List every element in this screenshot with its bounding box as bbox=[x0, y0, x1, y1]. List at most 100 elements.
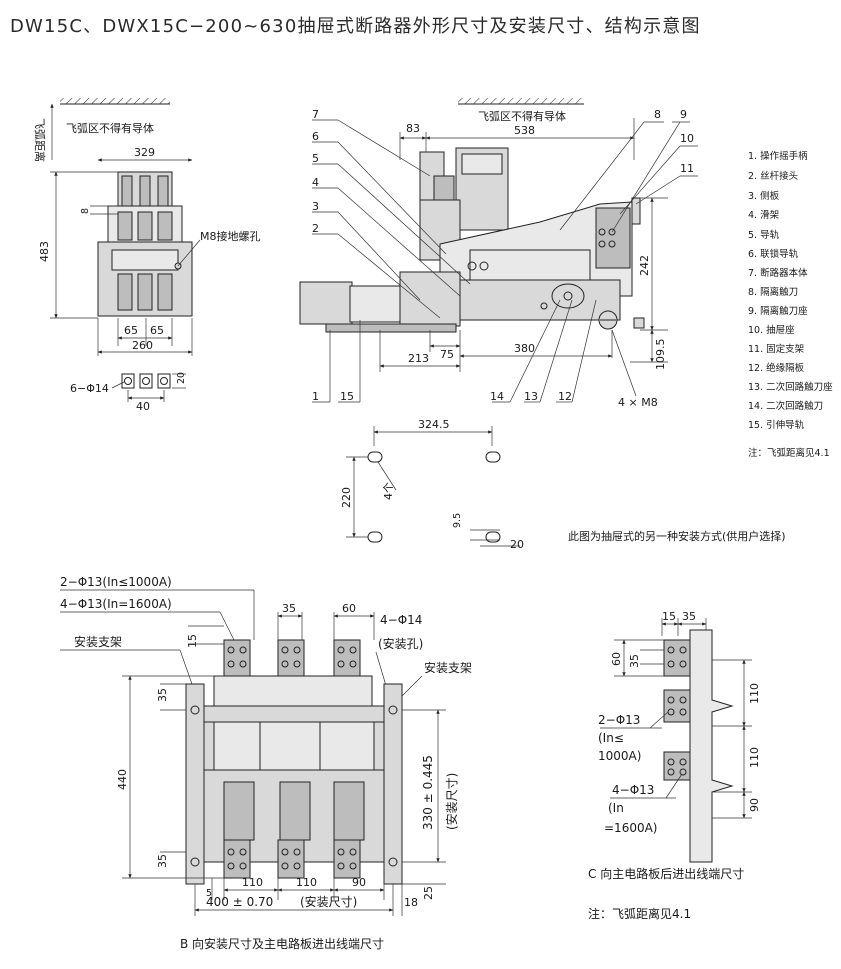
legend-item-5: 5. 导轨 bbox=[748, 229, 780, 241]
dim-83: 83 bbox=[406, 122, 420, 135]
dim-110-b2: 110 bbox=[296, 876, 317, 889]
dim-110-c2: 110 bbox=[748, 747, 761, 768]
dim-380: 380 bbox=[514, 342, 535, 355]
dim-40: 40 bbox=[136, 400, 150, 413]
label-c-4holes-c: =1600A) bbox=[604, 821, 657, 835]
legend-item-8: 8. 隔离触刀 bbox=[748, 286, 798, 298]
bolts-4xm8: 4 × M8 bbox=[618, 396, 658, 409]
isolating-contact-seat bbox=[595, 207, 631, 269]
busbar-bottom-2 bbox=[277, 839, 305, 879]
arc-distance-label: 飞弧距离 bbox=[33, 118, 47, 162]
main-circuit-plate bbox=[689, 629, 734, 863]
legend-item-4: 4. 滑架 bbox=[748, 210, 780, 221]
callout-7: 7 bbox=[312, 108, 319, 121]
callout-4: 4 bbox=[312, 176, 319, 189]
legend-item-15: 15. 引伸导轨 bbox=[748, 419, 805, 431]
label-mount-bracket-right: 安装支架 bbox=[424, 660, 472, 675]
label-c-4holes-b: (In bbox=[608, 801, 624, 815]
callouts-left: 7 6 5 4 3 2 bbox=[312, 108, 471, 319]
callout-3: 3 bbox=[312, 200, 319, 213]
operating-handle-housing bbox=[299, 281, 353, 325]
callout-6: 6 bbox=[312, 130, 319, 143]
secondary-contact-icon bbox=[551, 283, 585, 309]
dim-35-top: 35 bbox=[282, 602, 296, 615]
dim-75: 75 bbox=[440, 348, 454, 361]
page-title: DW15C、DWX15C−200~630抽屉式断路器外形尺寸及安装尺寸、结构示意… bbox=[10, 16, 701, 37]
legend-item-6: 6. 联锁导轨 bbox=[748, 248, 799, 260]
view-b: 2−Φ13(In≤1000A) 4−Φ13(In=1600A) 安装支架 35 … bbox=[60, 575, 472, 951]
slot-hole-icon bbox=[367, 451, 383, 463]
dim-18: 18 bbox=[404, 896, 418, 909]
callout-8: 8 bbox=[654, 108, 661, 121]
dim-15-c: 15 bbox=[662, 610, 676, 623]
dim-400-note: (安装尺寸) bbox=[300, 894, 357, 909]
legend-item-9: 9. 隔离触刀座 bbox=[748, 305, 808, 317]
label-2-phi13: 2−Φ13(In≤1000A) bbox=[60, 575, 172, 589]
dim-9-5: 9.5 bbox=[452, 513, 463, 528]
dim-60-top: 60 bbox=[342, 602, 356, 615]
view-b-caption: B 向安装尺寸及主电路板进出线端尺寸 bbox=[180, 936, 384, 951]
legend-item-14: 14. 二次回路触刀 bbox=[748, 400, 823, 412]
parts-legend: 1. 操作摇手柄 2. 丝杆接头 3. 侧板 4. 滑架 5. 导轨 6. 联锁… bbox=[748, 150, 833, 459]
side-view: 飞弧区不得有导体 83 538 bbox=[299, 98, 698, 409]
legend-item-11: 11. 固定支架 bbox=[748, 343, 805, 355]
dim-220: 220 bbox=[340, 487, 353, 508]
no-conductor-label-left: 飞弧区不得有导体 bbox=[66, 121, 154, 135]
ceiling-hatch-side bbox=[458, 98, 584, 104]
view-c-note: 注：飞弧距离见4.1 bbox=[588, 906, 691, 921]
callout-11: 11 bbox=[680, 162, 694, 175]
callout-13: 13 bbox=[524, 390, 538, 403]
callout-9: 9 bbox=[680, 108, 687, 121]
label-c-2holes-b: (In≤ bbox=[598, 731, 624, 745]
ceiling-hatch bbox=[60, 98, 170, 104]
dim-330: 330 ± 0.445 bbox=[421, 755, 435, 830]
callout-1: 1 bbox=[312, 390, 319, 403]
legend-item-1: 1. 操作摇手柄 bbox=[748, 150, 808, 162]
label-4-phi14: 4−Φ14 bbox=[380, 613, 422, 627]
busbar-c-2 bbox=[663, 689, 691, 723]
no-conductor-label-side: 飞弧区不得有导体 bbox=[478, 109, 566, 123]
dim-330-note: (安装尺寸) bbox=[444, 773, 459, 830]
dim-20-alt: 20 bbox=[510, 538, 524, 551]
label-4-phi13: 4−Φ13(In=1600A) bbox=[60, 597, 172, 611]
busbar-bottom-1 bbox=[223, 839, 251, 879]
dim-90-b: 90 bbox=[352, 876, 366, 889]
dim-20-front: 20 bbox=[176, 372, 187, 384]
dim-400: 400 ± 0.70 bbox=[206, 895, 273, 909]
view-c: 15 35 60 35 110 110 90 2−Φ1 bbox=[588, 610, 761, 921]
dim-65b: 65 bbox=[150, 324, 164, 337]
front-view: 飞弧距离 飞弧区不得有导体 329 8 M8接地螺孔 483 bbox=[33, 98, 261, 413]
legend-item-7: 7. 断路器本体 bbox=[748, 267, 808, 279]
dim-90-c: 90 bbox=[748, 798, 761, 812]
dim-35-left: 35 bbox=[156, 688, 169, 702]
busbar-top-2 bbox=[277, 639, 305, 677]
busbar-bottom-3 bbox=[333, 839, 361, 879]
callout-10: 10 bbox=[680, 132, 694, 145]
label-c-4holes-a: 4−Φ13 bbox=[612, 783, 654, 797]
callouts-right: 8 9 10 11 bbox=[559, 108, 698, 233]
holes-6-phi14: 6−Φ14 bbox=[70, 382, 109, 395]
view-c-caption: C 向主电路板后进出线端尺寸 bbox=[588, 866, 744, 881]
dim-110-c1: 110 bbox=[748, 683, 761, 704]
count-4: 4个 bbox=[382, 482, 395, 500]
dim-538: 538 bbox=[514, 124, 535, 137]
rail-frame bbox=[459, 279, 621, 321]
dim-110-b1: 110 bbox=[242, 876, 263, 889]
dim-242: 242 bbox=[638, 255, 651, 276]
dim-260: 260 bbox=[132, 339, 153, 352]
dim-213: 213 bbox=[408, 352, 429, 365]
dim-60-c: 60 bbox=[610, 652, 623, 666]
legend-item-13: 13. 二次回路触刀座 bbox=[748, 381, 833, 393]
dim-25: 25 bbox=[422, 886, 435, 900]
legend-item-3: 3. 侧板 bbox=[748, 190, 780, 202]
legend-item-10: 10. 抽屉座 bbox=[748, 324, 795, 336]
callout-5: 5 bbox=[312, 152, 319, 165]
legend-note: 注：飞弧距离见4.1 bbox=[748, 447, 830, 459]
legend-item-2: 2. 丝杆接头 bbox=[748, 170, 798, 182]
label-mount-hole: (安装孔) bbox=[378, 636, 423, 651]
callout-14: 14 bbox=[490, 390, 504, 403]
legend-item-12: 12. 绝缘隔板 bbox=[748, 362, 805, 374]
busbar-top-1 bbox=[223, 639, 251, 677]
ground-screw-label: M8接地螺孔 bbox=[200, 230, 261, 243]
